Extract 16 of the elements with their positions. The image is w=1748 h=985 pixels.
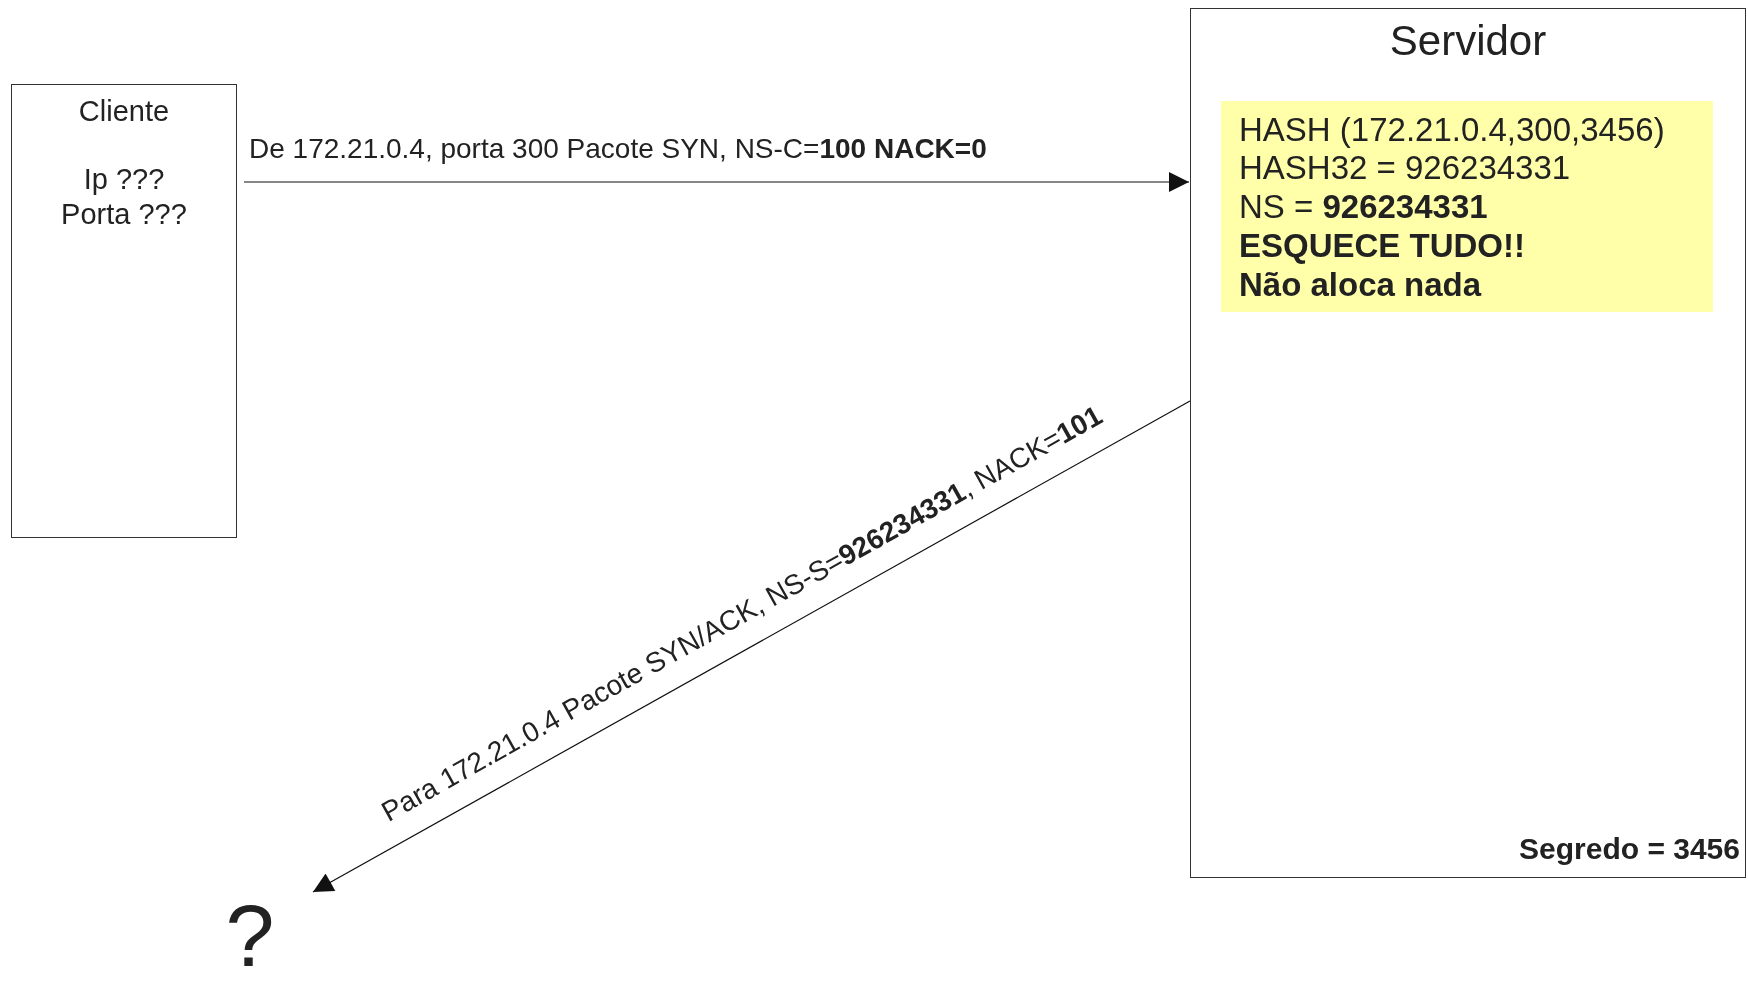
box-title: Servidor (1388, 17, 1548, 65)
box-title: Cliente (77, 95, 171, 128)
box-text: Porta ??? (60, 198, 188, 231)
server-box (1190, 8, 1746, 878)
question-mark-text: ? (215, 893, 285, 985)
note-line: ESQUECE TUDO!! (1239, 227, 1525, 265)
note-line: Não aloca nada (1239, 266, 1482, 304)
hash-note-box (1221, 101, 1713, 312)
note-text: Segredo = 3456 (1519, 832, 1740, 866)
note-line: HASH32 = 926234331 (1239, 149, 1571, 187)
arrow (312, 400, 1191, 893)
box-text: Ip ??? (82, 163, 166, 196)
note-line: HASH (172.21.0.4,300,3456) (1239, 111, 1665, 149)
client-box (11, 84, 237, 538)
note-line: NS = 926234331 (1239, 188, 1488, 226)
arrow (243, 172, 1190, 192)
